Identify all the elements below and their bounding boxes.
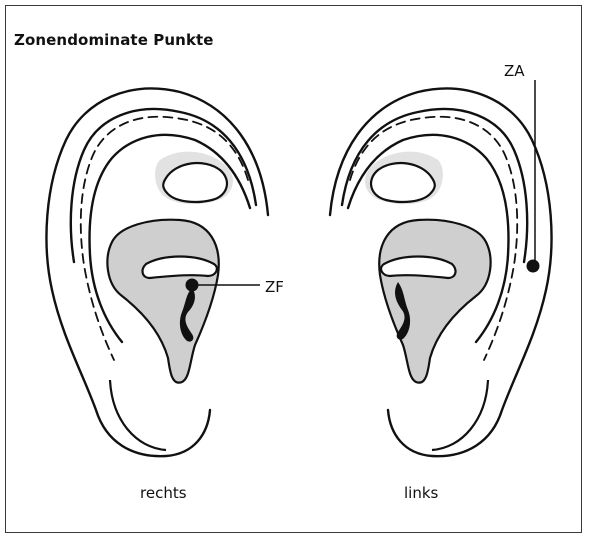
za-label: ZA — [504, 62, 525, 80]
left-ear-lobe — [432, 380, 488, 450]
zf-label: ZF — [265, 278, 284, 296]
zf-point-marker — [186, 279, 199, 292]
left-ear-crus — [381, 257, 455, 279]
left-ear-label: links — [404, 484, 438, 502]
right-ear-label: rechts — [140, 484, 187, 502]
left-ear-concha — [379, 220, 490, 383]
right-ear-lobe — [110, 380, 166, 450]
za-point-marker — [527, 260, 540, 273]
right-ear-concha — [107, 220, 218, 383]
right-ear-crus — [143, 257, 217, 279]
